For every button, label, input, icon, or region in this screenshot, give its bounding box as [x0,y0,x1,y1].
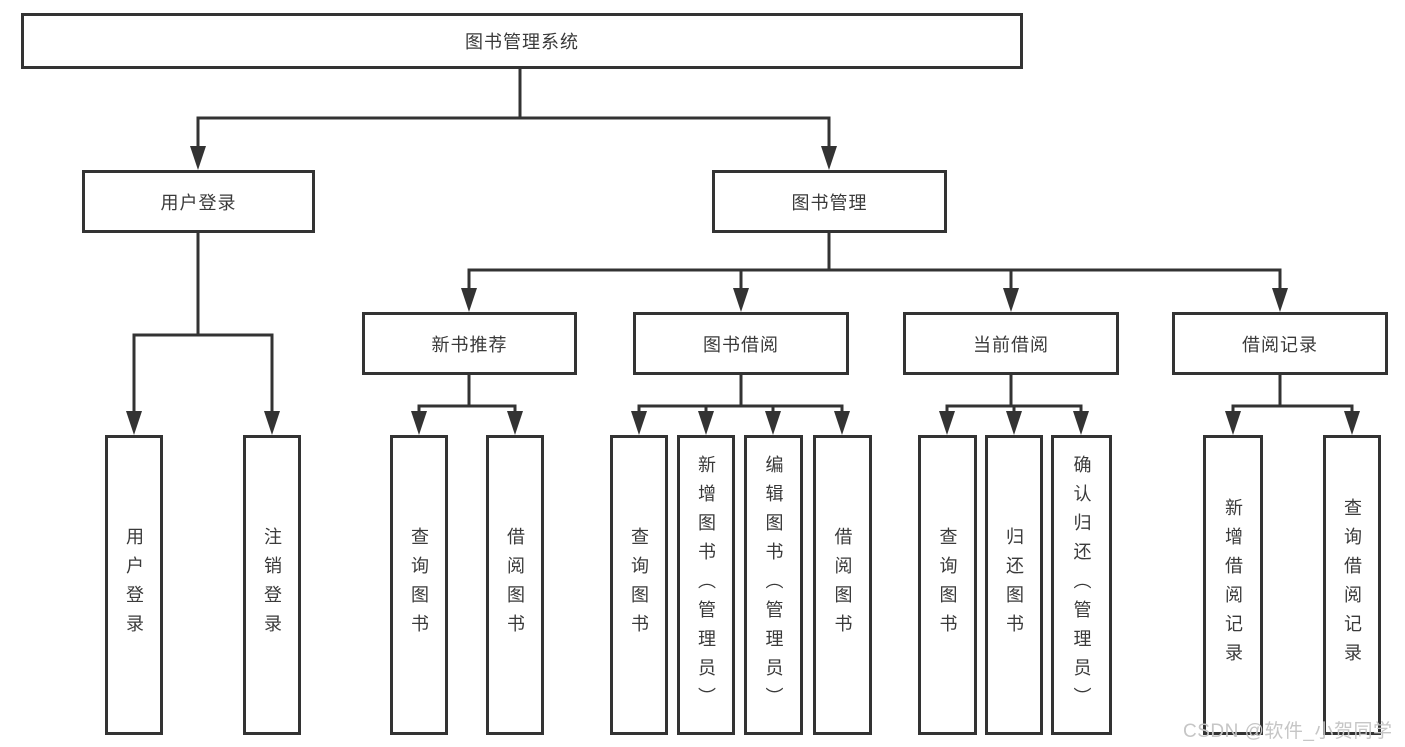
node-confirm-return-admin: 确认归还（管理员） [1051,435,1112,735]
connector-borrow-to-leaves [637,373,844,417]
node-user-login-leaf: 用户登录 [105,435,163,735]
node-label: 图书借阅 [703,334,779,355]
node-query-books-recommend: 查询图书 [390,435,448,735]
connector-root-to-level2 [196,67,831,152]
connector-recommend-to-leaves [417,373,517,417]
node-label: 借阅记录 [1242,334,1318,355]
node-label: 图书管理系统 [465,32,579,52]
node-label: 新增图书（管理员） [696,454,716,716]
csdn-watermark: CSDN @软件_小贺同学 [1183,721,1393,742]
connector-current-to-leaves [945,373,1083,417]
node-library-management-system: 图书管理系统 [21,13,1023,69]
node-logout: 注销登录 [243,435,301,735]
connector-user-login-to-leaves [132,231,274,417]
node-label: 用户登录 [160,192,237,213]
node-label: 用户登录 [124,527,144,643]
node-label: 注销登录 [262,527,282,643]
node-return-book: 归还图书 [985,435,1043,735]
node-query-books-borrow: 查询图书 [610,435,668,735]
node-label: 确认归还（管理员） [1071,454,1092,716]
node-query-borrow-record: 查询借阅记录 [1323,435,1381,735]
arrowheads [126,146,1360,435]
node-label: 借阅图书 [505,527,525,643]
node-edit-book-admin: 编辑图书（管理员） [744,435,803,735]
node-query-books-current: 查询图书 [918,435,977,735]
connector-book-mgmt-to-level3 [467,231,1282,294]
node-user-login-group: 用户登录 [82,170,315,233]
node-borrow-book: 借阅图书 [813,435,872,735]
node-new-book-recommend: 新书推荐 [362,312,577,375]
node-current-borrow: 当前借阅 [903,312,1119,375]
node-label: 归还图书 [1004,527,1024,643]
node-label: 编辑图书（管理员） [763,454,784,716]
node-label: 查询图书 [937,527,958,643]
node-label: 新书推荐 [431,334,508,355]
connector-records-to-leaves [1231,373,1354,417]
node-label: 查询图书 [409,527,429,643]
node-label: 查询借阅记录 [1342,498,1362,672]
node-borrow-records: 借阅记录 [1172,312,1388,375]
node-label: 新增借阅记录 [1223,498,1243,672]
node-add-borrow-record: 新增借阅记录 [1203,435,1263,735]
node-label: 借阅图书 [832,527,853,643]
node-label: 图书管理 [791,192,868,213]
node-borrow-books-recommend: 借阅图书 [486,435,544,735]
node-label: 当前借阅 [973,334,1049,355]
node-book-management: 图书管理 [712,170,947,233]
node-add-book-admin: 新增图书（管理员） [677,435,735,735]
node-label: 查询图书 [629,527,649,643]
node-book-borrow: 图书借阅 [633,312,849,375]
